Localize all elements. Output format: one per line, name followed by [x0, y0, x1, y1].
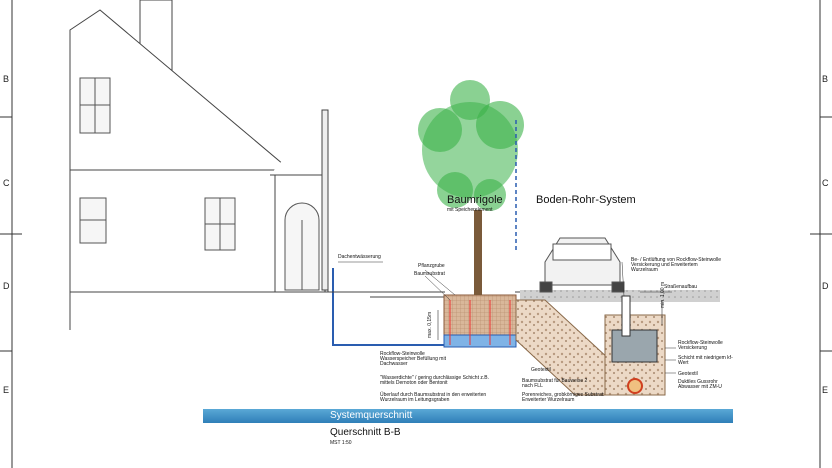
- label-rockflow-speicher: Rockflow-Steinwolle Wasserspeicher Befül…: [380, 351, 446, 367]
- label-speicherelement: mit Speicherelement: [447, 207, 493, 213]
- windows: [79, 77, 320, 291]
- car: [539, 237, 625, 293]
- left-band-letter-b: B: [3, 74, 10, 84]
- label-dachentwaesserung: Dachentwässerung: [338, 254, 381, 260]
- dimension-lines: [437, 300, 663, 340]
- label-be-entlueftung: Be- / Entlüftung von Rockflow-Steinwolle…: [631, 257, 722, 273]
- road-layer: [520, 290, 720, 302]
- right-band-letter-e: E: [822, 385, 829, 395]
- label-max-depth: max. 0,15m: [427, 311, 433, 338]
- scale-note: MST 1:50: [330, 440, 352, 446]
- leader-lines: [338, 261, 676, 374]
- tree: [418, 80, 524, 295]
- label-schicht-kf: Schicht mit niedrigem kf-Wert: [678, 355, 733, 366]
- label-duktiles-gussrohr: Duktiles Gussrohr Abwasser mit ZM-U: [678, 379, 722, 390]
- label-rockflow-versickerung: Rockflow-Steinwolle Versickerung: [678, 340, 723, 351]
- label-strassenaufbau: Straßenaufbau: [664, 284, 698, 290]
- label-boden-rohr-system: Boden-Rohr-System: [536, 194, 636, 206]
- label-porenreiches: Porenreiches, grobkörniges Substrat: Erw…: [522, 392, 605, 403]
- label-baumsubstrat-fll: Baumsubstrat für Bauweise 2 nach FLL: [522, 378, 588, 389]
- label-baumsubstrat: Baumsubstrat: [414, 271, 445, 277]
- left-band-letter-e: E: [3, 385, 10, 395]
- section-title: Querschnitt B-B: [330, 427, 401, 438]
- right-band-letter-d: D: [822, 281, 829, 291]
- root-trench: [515, 295, 666, 396]
- label-baumrigole: Baumrigole: [447, 194, 503, 206]
- label-ueberlauf: Überlauf durch Baumsubstrat in den erwei…: [380, 392, 487, 403]
- title-banner: [203, 409, 733, 423]
- banner-title: Systemquerschnitt: [330, 410, 413, 421]
- right-band-letter-b: B: [822, 74, 829, 84]
- left-band-letter-d: D: [3, 281, 10, 291]
- label-geotextil-right: Geotextil: [678, 371, 698, 377]
- right-band-letter-c: C: [822, 178, 829, 188]
- label-geotextil-center: Geotextil: [531, 367, 551, 373]
- label-pflanzgrube: Pflanzgrube: [418, 263, 445, 269]
- left-band-letter-c: C: [3, 178, 10, 188]
- label-wasserdichte: "Wasserdichte" / gering durchlässige Sch…: [380, 375, 489, 386]
- downpipe: [332, 268, 450, 346]
- tree-pit: [443, 294, 517, 348]
